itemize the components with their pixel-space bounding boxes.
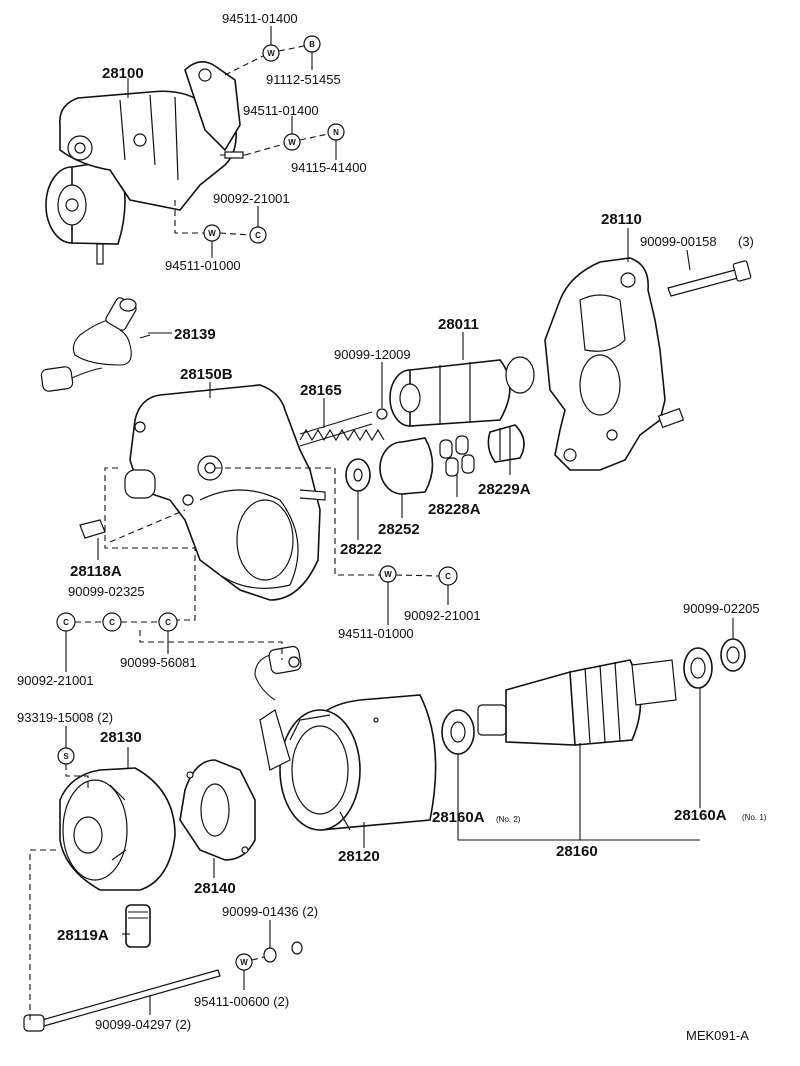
- label-90099-01436: 90099-01436 (2): [222, 904, 318, 919]
- symbol-text: C: [255, 231, 261, 240]
- label-28222: 28222: [340, 541, 382, 558]
- label-28100: 28100: [102, 65, 144, 82]
- dashed-guides: [29, 45, 440, 1020]
- label-90099-12009: 90099-12009: [334, 347, 411, 362]
- label-94511-01000-b: 94511-01000: [338, 626, 414, 641]
- label-28165: 28165: [300, 382, 342, 399]
- ring-90099-01436: [291, 941, 303, 955]
- washer-symbol-94511-01400-b: W: [283, 133, 301, 151]
- washer-symbol-94511-01400-a: W: [262, 44, 280, 62]
- symbol-text: W: [288, 138, 296, 147]
- label-28229A: 28229A: [478, 481, 531, 498]
- clip-symbol-90092-21001-c: C: [56, 612, 76, 632]
- label-94115-41400: 94115-41400: [291, 160, 367, 175]
- idler-gear-28252: [379, 437, 434, 495]
- clip-symbol-90092-21001-b: C: [438, 566, 458, 586]
- nut-symbol-94115-41400: N: [327, 123, 345, 141]
- washer-90099-01436: [263, 947, 277, 963]
- armature-28160: [441, 659, 677, 755]
- bolt-90099-00158: [667, 260, 752, 297]
- symbol-text: B: [309, 40, 315, 49]
- retainer-28229A: [487, 424, 525, 463]
- ball-90099-12009: [376, 408, 388, 420]
- label-91112-51455: 91112-51455: [266, 72, 341, 87]
- part-28118A: [79, 519, 106, 539]
- housing-28150B: [124, 384, 326, 601]
- label-28160A-no1: 28160A: [674, 807, 727, 824]
- label-28252: 28252: [378, 521, 420, 538]
- washer-symbol-94511-01000-b: W: [379, 565, 397, 583]
- clip-symbol-90092-21001-a: C: [249, 226, 267, 244]
- brush-holder-28140: [179, 759, 256, 861]
- label-90092-21001-c: 90092-21001: [17, 673, 94, 688]
- label-28160A-no1-note: (No. 1): [742, 813, 767, 822]
- label-28011: 28011: [438, 316, 479, 333]
- label-28160A-no2: 28160A: [432, 809, 485, 826]
- symbol-text: C: [445, 572, 451, 581]
- through-bolt-90099-04297: [23, 969, 221, 1032]
- label-28228A: 28228A: [428, 501, 481, 518]
- label-28119A: 28119A: [57, 927, 109, 944]
- diagram-code: MEK091-A: [686, 1028, 749, 1043]
- washer-symbol-95411-00600: W: [235, 953, 253, 971]
- washer-symbol-94511-01000-a: W: [203, 224, 221, 242]
- label-94511-01400-b: 94511-01400: [243, 103, 319, 118]
- symbol-text: W: [208, 229, 216, 238]
- label-90092-21001-b: 90092-21001: [404, 608, 481, 623]
- label-90099-00158: 90099-00158: [640, 234, 717, 249]
- symbol-text: C: [109, 618, 115, 627]
- label-28150B: 28150B: [180, 366, 233, 383]
- label-95411-00600: 95411-00600 (2): [194, 994, 289, 1009]
- label-90099-02325: 90099-02325: [68, 584, 145, 599]
- screw-symbol-93319-15008: S: [57, 747, 75, 765]
- label-93319-15008: 93319-15008 (2): [17, 710, 113, 725]
- label-28130: 28130: [100, 729, 142, 746]
- label-90099-56081: 90099-56081: [120, 655, 197, 670]
- label-94511-01000-a: 94511-01000: [165, 258, 241, 273]
- end-frame-28130: [59, 767, 176, 891]
- spring-28165: [299, 411, 385, 447]
- symbol-text: C: [63, 618, 69, 627]
- label-90099-00158-qty: (3): [738, 234, 754, 249]
- symbol-text: W: [267, 49, 275, 58]
- yoke-28120: [254, 645, 437, 831]
- symbol-text: S: [63, 752, 69, 761]
- clip-symbol-90099-02325: C: [102, 612, 122, 632]
- label-90092-21001-a: 90092-21001: [213, 191, 290, 206]
- label-94511-01400-a: 94511-01400: [222, 11, 298, 26]
- clutch-28011: [389, 356, 535, 427]
- starter-assembly-28100: [45, 61, 245, 265]
- symbol-text: N: [333, 128, 339, 137]
- label-28160: 28160: [556, 843, 598, 860]
- lead-wire-28139: [40, 297, 151, 392]
- rollers-28228A: [439, 435, 475, 477]
- leader-lines: [65, 26, 734, 1015]
- label-90099-02205: 90099-02205: [683, 601, 760, 616]
- bolt-symbol-91112-51455: B: [303, 35, 321, 53]
- symbol-text: W: [240, 958, 248, 967]
- washer-90099-02205: [720, 638, 746, 672]
- label-90099-04297: 90099-04297 (2): [95, 1017, 191, 1032]
- symbol-text: W: [384, 570, 392, 579]
- label-28139: 28139: [174, 326, 216, 343]
- symbol-text: C: [165, 618, 171, 627]
- clip-symbol-90099-56081: C: [158, 612, 178, 632]
- retainer-28222: [345, 458, 371, 492]
- label-28110: 28110: [601, 211, 642, 228]
- brush-28119A: [125, 904, 151, 948]
- label-28140: 28140: [194, 880, 236, 897]
- label-28160A-no2-note: (No. 2): [496, 815, 521, 824]
- label-28118A: 28118A: [70, 563, 122, 580]
- bearing-28160A-no1: [683, 647, 713, 689]
- drive-housing-28110: [544, 257, 685, 471]
- label-28120: 28120: [338, 848, 380, 865]
